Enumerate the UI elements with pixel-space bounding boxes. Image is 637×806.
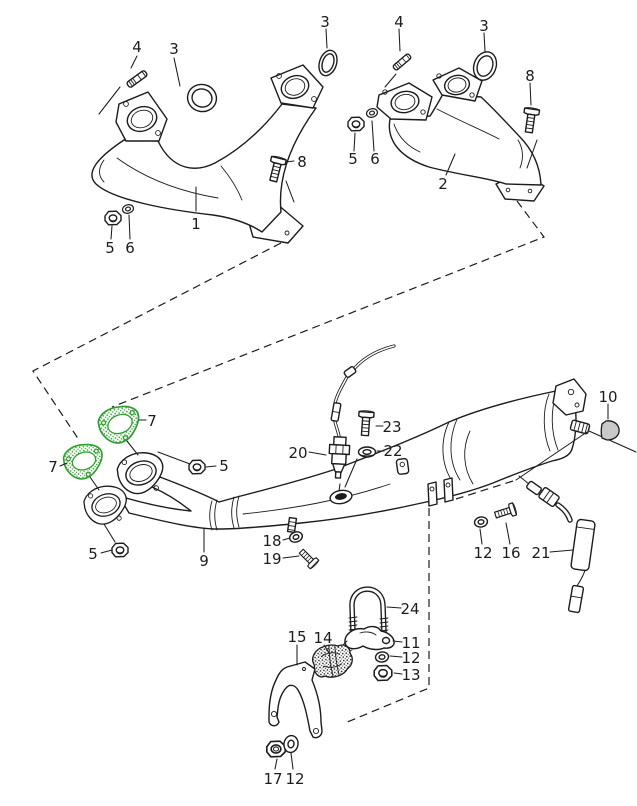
part-callout-18: 18 (262, 532, 281, 550)
part-callout-13: 13 (401, 666, 420, 684)
washer-6-left (120, 202, 136, 216)
pipe-stud (286, 516, 298, 534)
catalyst-outlet-stub (569, 419, 591, 435)
nut-5-left (104, 210, 122, 226)
exhaust-manifold-left (91, 64, 324, 244)
part-callout-3: 3 (479, 17, 489, 35)
part-callout-23: 23 (382, 418, 401, 436)
part-callout-3: 3 (169, 40, 179, 58)
part-callout-4: 4 (132, 38, 142, 56)
part-callout-11: 11 (401, 634, 420, 652)
part-callout-12: 12 (473, 544, 492, 562)
nut-5-mid-lower (111, 542, 129, 558)
sealing-ring-3-mid (318, 49, 338, 77)
part-callout-12: 12 (285, 770, 304, 788)
oxygen-sensor (328, 344, 396, 492)
part-callout-5: 5 (88, 545, 98, 563)
pipe-tab (395, 457, 410, 475)
part-callout-20: 20 (288, 444, 307, 462)
part-callout-12: 12 (401, 649, 420, 667)
washer-12-mid (473, 515, 489, 529)
washer-22 (357, 446, 377, 458)
part-callout-21: 21 (531, 544, 550, 562)
washer-6-right (364, 106, 380, 120)
part-callout-4: 4 (394, 13, 404, 31)
manifold-right-flange-e (432, 67, 483, 102)
washer-12-bottom-left (283, 734, 299, 754)
front-pipe-and-catalyst (83, 378, 637, 534)
part-callout-19: 19 (262, 550, 281, 568)
front-pipe-flange-lower (83, 485, 127, 525)
part-callout-10: 10 (598, 388, 617, 406)
part-callout-6: 6 (125, 239, 135, 257)
hanger-fork-bracket-15 (268, 661, 323, 739)
assembly-dashed-lines (32, 200, 545, 724)
part-callout-24: 24 (400, 600, 419, 618)
part-callout-7: 7 (48, 458, 58, 476)
bolt-16 (492, 501, 519, 522)
nut-17 (265, 740, 287, 758)
clamp-u-bolt (348, 586, 389, 636)
washer-12-bottom (374, 650, 390, 664)
part-callout-2: 2 (438, 175, 448, 193)
sealing-ring-3-right (472, 51, 498, 81)
temperature-sensor (518, 475, 596, 614)
nut-5-mid-upper (188, 459, 206, 475)
cap-10 (600, 420, 620, 441)
manifold-left-body (91, 103, 317, 233)
part-callout-6: 6 (370, 150, 380, 168)
bolt-8-right (520, 106, 541, 135)
front-pipe-body (118, 389, 577, 530)
nut-5-right (347, 116, 365, 132)
gasket-7-lower (62, 443, 103, 480)
gasket-7-upper (97, 405, 140, 444)
sealing-ring-3-left (186, 83, 218, 113)
part-callout-16: 16 (501, 544, 520, 562)
front-pipe-flange-upper (116, 452, 164, 495)
rubber-mount-14 (311, 644, 353, 678)
stud-4-right (391, 52, 413, 72)
oxygen-sensor-body (328, 436, 351, 479)
part-callout-8: 8 (525, 67, 535, 85)
manifold-left-flange-a (115, 91, 168, 142)
exhaust-manifold-right (376, 67, 545, 202)
bolt-23 (356, 409, 375, 437)
part-callout-1: 1 (191, 215, 201, 233)
sensor-boss (329, 489, 353, 505)
part-callout-5: 5 (348, 150, 358, 168)
stud-4-left (125, 69, 149, 89)
part-callout-22: 22 (383, 442, 402, 460)
part-callout-8: 8 (297, 153, 307, 171)
part-callout-17: 17 (263, 770, 282, 788)
leader-lines (59, 28, 609, 770)
manifold-left-flange-b (270, 64, 324, 109)
sensor-connector (567, 584, 585, 614)
bolt-19 (296, 546, 321, 571)
manifold-right-flange-d (376, 82, 433, 121)
part-callout-14: 14 (313, 629, 332, 647)
part-callout-7: 7 (147, 412, 157, 430)
catalyst-end-plate (552, 378, 587, 416)
nut-13 (373, 664, 393, 682)
part-callout-3: 3 (320, 13, 330, 31)
part-callout-15: 15 (287, 628, 306, 646)
part-callout-9: 9 (199, 552, 209, 570)
part-callout-5: 5 (219, 457, 229, 475)
part-callout-5: 5 (105, 239, 115, 257)
temperature-sensor-barrel (570, 518, 596, 572)
